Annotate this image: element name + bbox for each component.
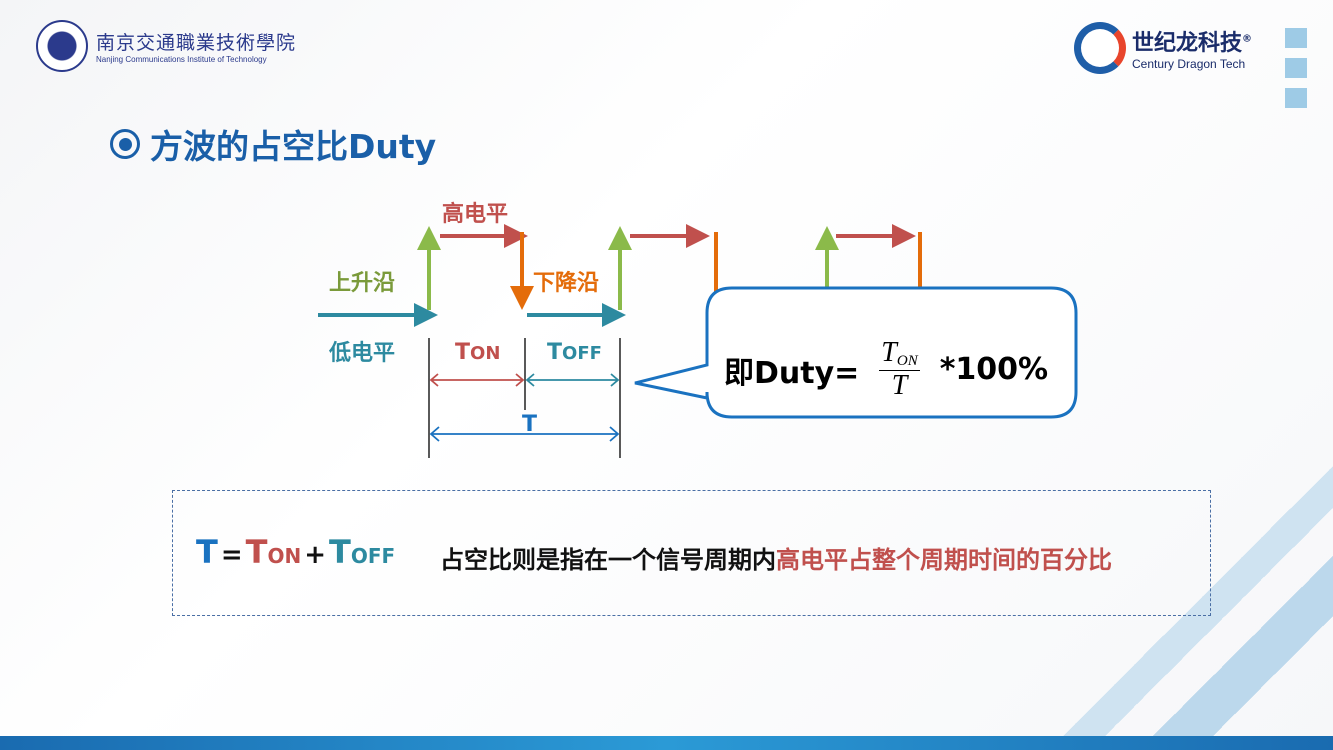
deco-square [1285, 88, 1307, 108]
duty-formula: 即Duty= TON T *100% [724, 337, 1049, 401]
slide-title: 方波的占空比Duty [110, 120, 436, 168]
low-level-label: 低电平 [329, 341, 396, 366]
toff-label: TOFF [547, 340, 602, 365]
school-name-cn: 南京交通職業技術學院 [96, 32, 297, 54]
school-logo: 南京交通職業技術學院 Nanjing Communications Instit… [36, 20, 296, 72]
school-name-en: Nanjing Communications Institute of Tech… [96, 55, 267, 64]
definition-box [172, 490, 1211, 616]
title-text: 方波的占空比Duty [150, 127, 437, 166]
company-name-cn: 世纪龙科技® [1132, 31, 1253, 56]
period-label: T [522, 412, 538, 437]
ton-span-arrow [429, 373, 525, 387]
bullet-target-icon [110, 129, 140, 159]
decorative-stripes [1003, 466, 1333, 736]
duty-prefix: 即Duty= [724, 355, 860, 391]
duty-suffix: *100% [939, 352, 1049, 388]
dragon-logo-icon [1074, 22, 1126, 74]
high-level-label: 高电平 [442, 202, 509, 227]
toff-span-arrow [525, 373, 620, 387]
company-name-en: Century Dragon Tech [1132, 57, 1246, 71]
period-span-arrow [429, 426, 620, 442]
ton-label: TON [455, 340, 501, 365]
company-logo: 世纪龙科技® Century Dragon Tech [1074, 22, 1252, 74]
duty-definition: 占空比则是指在一个信号周期内高电平占整个周期时间的百分比 [440, 546, 1112, 574]
footer-bar [0, 736, 1333, 750]
rising-edge-label: 上升沿 [329, 271, 396, 296]
deco-square [1285, 58, 1307, 78]
falling-edge-label: 下降沿 [533, 271, 600, 296]
duty-fraction: TON T [879, 337, 920, 401]
school-seal-icon [36, 20, 88, 72]
deco-square [1285, 28, 1307, 48]
callout-bubble [634, 286, 1078, 419]
